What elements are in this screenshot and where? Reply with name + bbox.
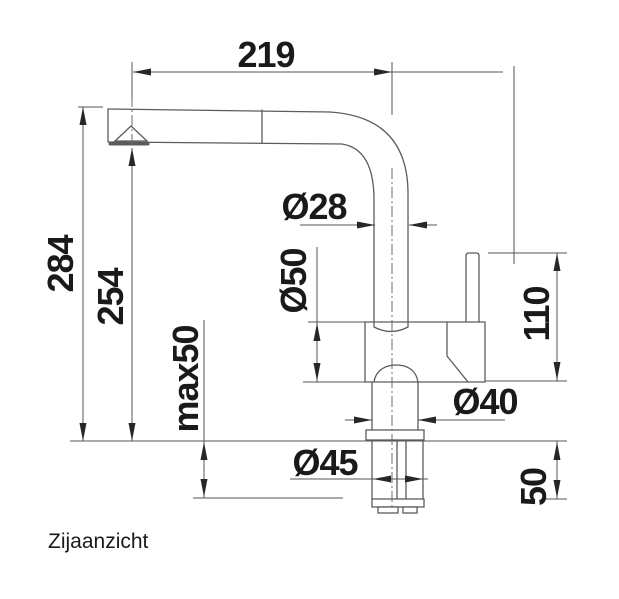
dim-label-body-diameter: Ø50 bbox=[273, 248, 314, 314]
dim-label-shank-length: 50 bbox=[513, 467, 554, 507]
view-caption: Zijaanzicht bbox=[48, 530, 149, 553]
dim-label-lever-height: 110 bbox=[516, 286, 557, 342]
dimension-lines bbox=[78, 62, 567, 500]
dim-label-spout-height: 254 bbox=[90, 268, 131, 326]
dim-label-spout-reach: 219 bbox=[237, 34, 295, 75]
dim-label-hole-diameter: Ø45 bbox=[292, 442, 358, 483]
reference-lines bbox=[70, 66, 567, 499]
dim-label-max-counter-thickness: max50 bbox=[165, 325, 206, 433]
dim-label-total-height: 284 bbox=[40, 235, 81, 293]
centerlines bbox=[131, 96, 393, 510]
dim-label-base-diameter: Ø40 bbox=[452, 381, 518, 422]
faucet-outline bbox=[107, 108, 486, 514]
dimension-arrows bbox=[79, 68, 561, 498]
dim-label-pipe-diameter: Ø28 bbox=[281, 186, 347, 227]
